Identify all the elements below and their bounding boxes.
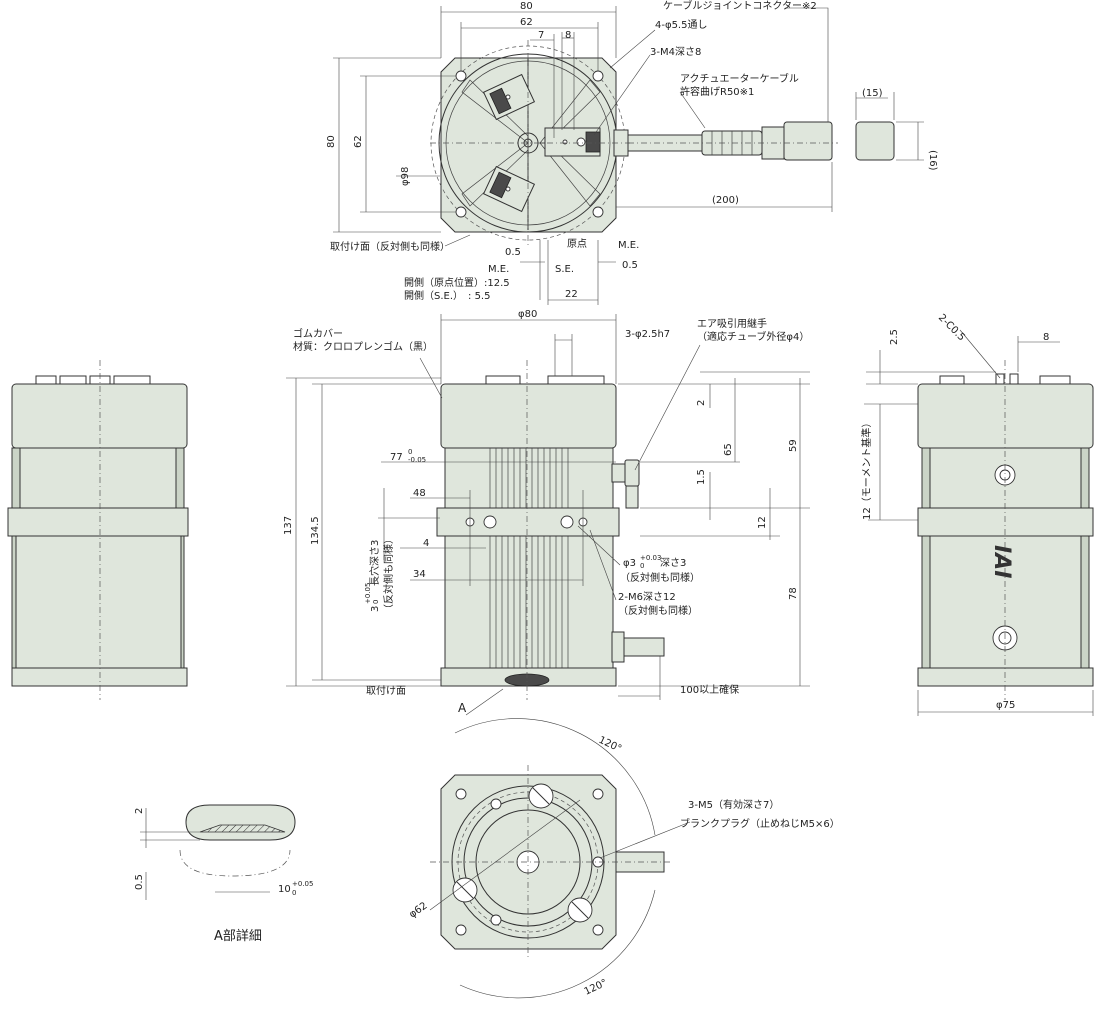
label-slot-a: 3 [370, 606, 381, 612]
label-bend: 許容曲げR50※1 [680, 85, 754, 98]
label-0-5a: 0.5 [505, 247, 521, 258]
label-0-5b: 0.5 [622, 260, 638, 271]
label-se: S.E. [555, 264, 574, 275]
label-actuator-cable: アクチュエーターケーブル [680, 72, 799, 85]
label-connector: ケーブルジョイントコネクター※2 [663, 0, 817, 12]
label-137: 137 [283, 516, 294, 535]
dimension-labels: 80 62 7 8 80 62 φ98 ケーブルジョイントコネクター※2 4-φ… [134, 0, 1049, 998]
label-phi75: φ75 [996, 700, 1015, 711]
label-holes-4: 4-φ5.5通し [655, 19, 707, 31]
label-top-8: 8 [565, 30, 571, 41]
label-22: 22 [565, 289, 578, 300]
label-detail-a: A部詳細 [214, 928, 262, 944]
label-rubber: ゴムカバー [293, 327, 343, 340]
label-top-80: 80 [520, 1, 533, 12]
label-ang-top: 120° [597, 735, 623, 755]
label-34: 34 [413, 569, 426, 580]
label-mount-face-top: 取付け面（反対側も同様） [330, 240, 450, 253]
label-origin: 原点 [567, 238, 587, 250]
label-77-tol-up: 0 [408, 448, 412, 456]
label-phi62: φ62 [407, 900, 429, 920]
label-det-10: 10 [278, 884, 291, 895]
label-left-62: 62 [353, 135, 364, 148]
logo-iai: IAI [989, 545, 1014, 578]
label-material: 材質：クロロプレンゴム（黒） [293, 340, 433, 353]
label-r-2-5: 2.5 [889, 329, 900, 345]
label-cable-200: (200) [712, 195, 739, 206]
label-134-5: 134.5 [310, 516, 321, 545]
top-view [333, 6, 924, 305]
label-conn-16: (16) [927, 150, 938, 171]
label-78: 78 [788, 587, 799, 600]
label-12: 12 [757, 516, 768, 529]
label-det-10-low: 0 [292, 889, 296, 897]
label-slot-b: 長穴深さ3 [368, 540, 381, 586]
label-c05: 2-C0.5 [936, 312, 967, 343]
front-view [286, 314, 810, 716]
label-conn-15: (15) [862, 88, 883, 99]
label-phi3-tol-low: 0 [640, 562, 644, 570]
label-slot-tol-up: +0.05 [364, 583, 372, 604]
label-det-10-up: +0.05 [292, 880, 313, 888]
label-det-0-5: 0.5 [134, 874, 145, 890]
label-phi3-c: （反対側も同様） [620, 571, 700, 584]
label-clear-100: 100以上確保 [680, 683, 739, 696]
label-me-left: M.E. [488, 264, 509, 275]
label-top-7: 7 [538, 30, 544, 41]
label-65: 65 [723, 443, 734, 456]
label-phi80: φ80 [518, 309, 537, 320]
bottom-view [429, 718, 691, 999]
label-open-se: 開側（S.E.） : 5.5 [404, 289, 490, 302]
label-tube: （適応チューブ外径φ4） [697, 330, 809, 343]
label-a-mark: A [458, 701, 467, 715]
label-air-joint: エア吸引用継手 [697, 317, 767, 330]
left-side-view [7, 360, 189, 700]
label-open-origin: 開側（原点位置）:12.5 [404, 276, 510, 289]
label-r-8: 8 [1043, 332, 1049, 343]
label-slot-c: （反対側も同様） [382, 534, 395, 614]
label-m6-b: （反対側も同様） [618, 604, 698, 617]
label-2: 2 [696, 400, 707, 406]
detail-a-view [140, 804, 296, 900]
right-side-view [864, 329, 1094, 716]
label-phi3-b: 深さ3 [660, 557, 686, 569]
label-77: 77 [390, 452, 403, 463]
rubber-cover-ribs [489, 448, 569, 668]
label-plug: ブランクプラグ（止めねじM5×6） [680, 817, 840, 830]
label-59: 59 [788, 439, 799, 452]
label-left-80: 80 [326, 135, 337, 148]
label-phi3-a: φ3 [623, 558, 636, 569]
label-phi98: φ98 [400, 167, 411, 186]
label-48: 48 [413, 488, 426, 499]
label-me-right: M.E. [618, 240, 639, 251]
label-1-5: 1.5 [696, 469, 707, 485]
label-m5: 3-M5（有効深さ7） [688, 798, 779, 811]
label-4: 4 [423, 538, 429, 549]
label-77-tol-low: -0.05 [408, 456, 426, 464]
label-top-62: 62 [520, 17, 533, 28]
label-m6: 2-M6深さ12 [618, 591, 676, 603]
label-moment: 12（モーメント基準） [860, 418, 873, 520]
label-phi3-tol-up: +0.03 [640, 554, 661, 562]
label-m4: 3-M4深さ8 [650, 46, 701, 58]
label-pin-holes: 3-φ2.5h7 [625, 329, 670, 340]
label-slot-tol-low: 0 [372, 600, 380, 604]
label-mount-face: 取付け面 [366, 684, 406, 697]
label-det-2: 2 [134, 808, 145, 814]
